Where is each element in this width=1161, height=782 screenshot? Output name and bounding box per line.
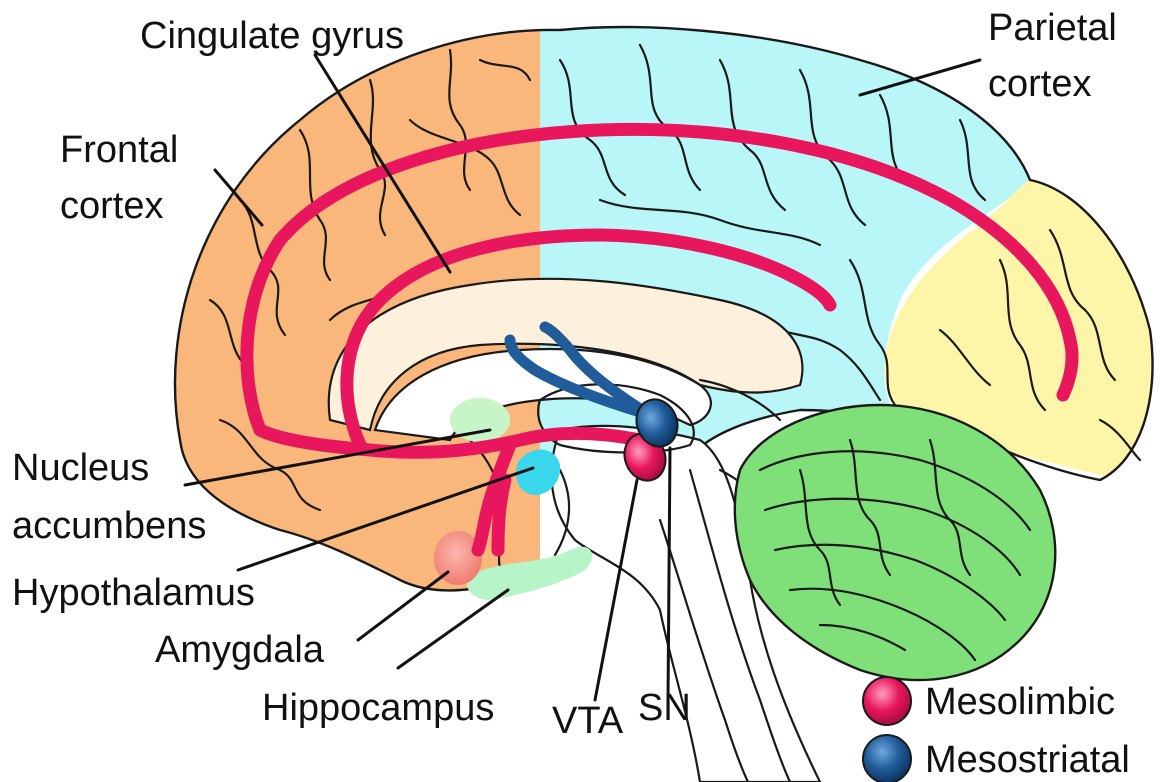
legend-mesolimbic-swatch [863, 677, 911, 725]
label-hypothalamus: Hypothalamus [12, 572, 255, 614]
label-hippocampus: Hippocampus [262, 687, 494, 729]
legend-mesostriatal: Mesostriatal [863, 735, 1130, 782]
label-nucleus-line1: Nucleus [12, 447, 149, 489]
label-frontal-line1: Frontal [60, 129, 178, 171]
label-nucleus-line2: accumbens [12, 505, 206, 547]
label-frontal-line2: cortex [60, 185, 163, 227]
legend-mesolimbic-label: Mesolimbic [925, 681, 1115, 723]
legend: Mesolimbic Mesostriatal [863, 677, 1130, 782]
leader-sn [668, 448, 670, 700]
label-vta: VTA [552, 700, 624, 742]
legend-mesostriatal-swatch [863, 735, 911, 782]
legend-mesolimbic: Mesolimbic [863, 677, 1115, 725]
label-amygdala: Amygdala [155, 629, 325, 671]
label-parietal-line2: cortex [988, 63, 1091, 105]
legend-mesostriatal-label: Mesostriatal [925, 739, 1130, 781]
leader-hippocampus [398, 590, 508, 668]
label-sn: SN [638, 687, 691, 729]
label-cingulate-gyrus: Cingulate gyrus [140, 15, 404, 57]
label-parietal-line1: Parietal [988, 7, 1117, 49]
